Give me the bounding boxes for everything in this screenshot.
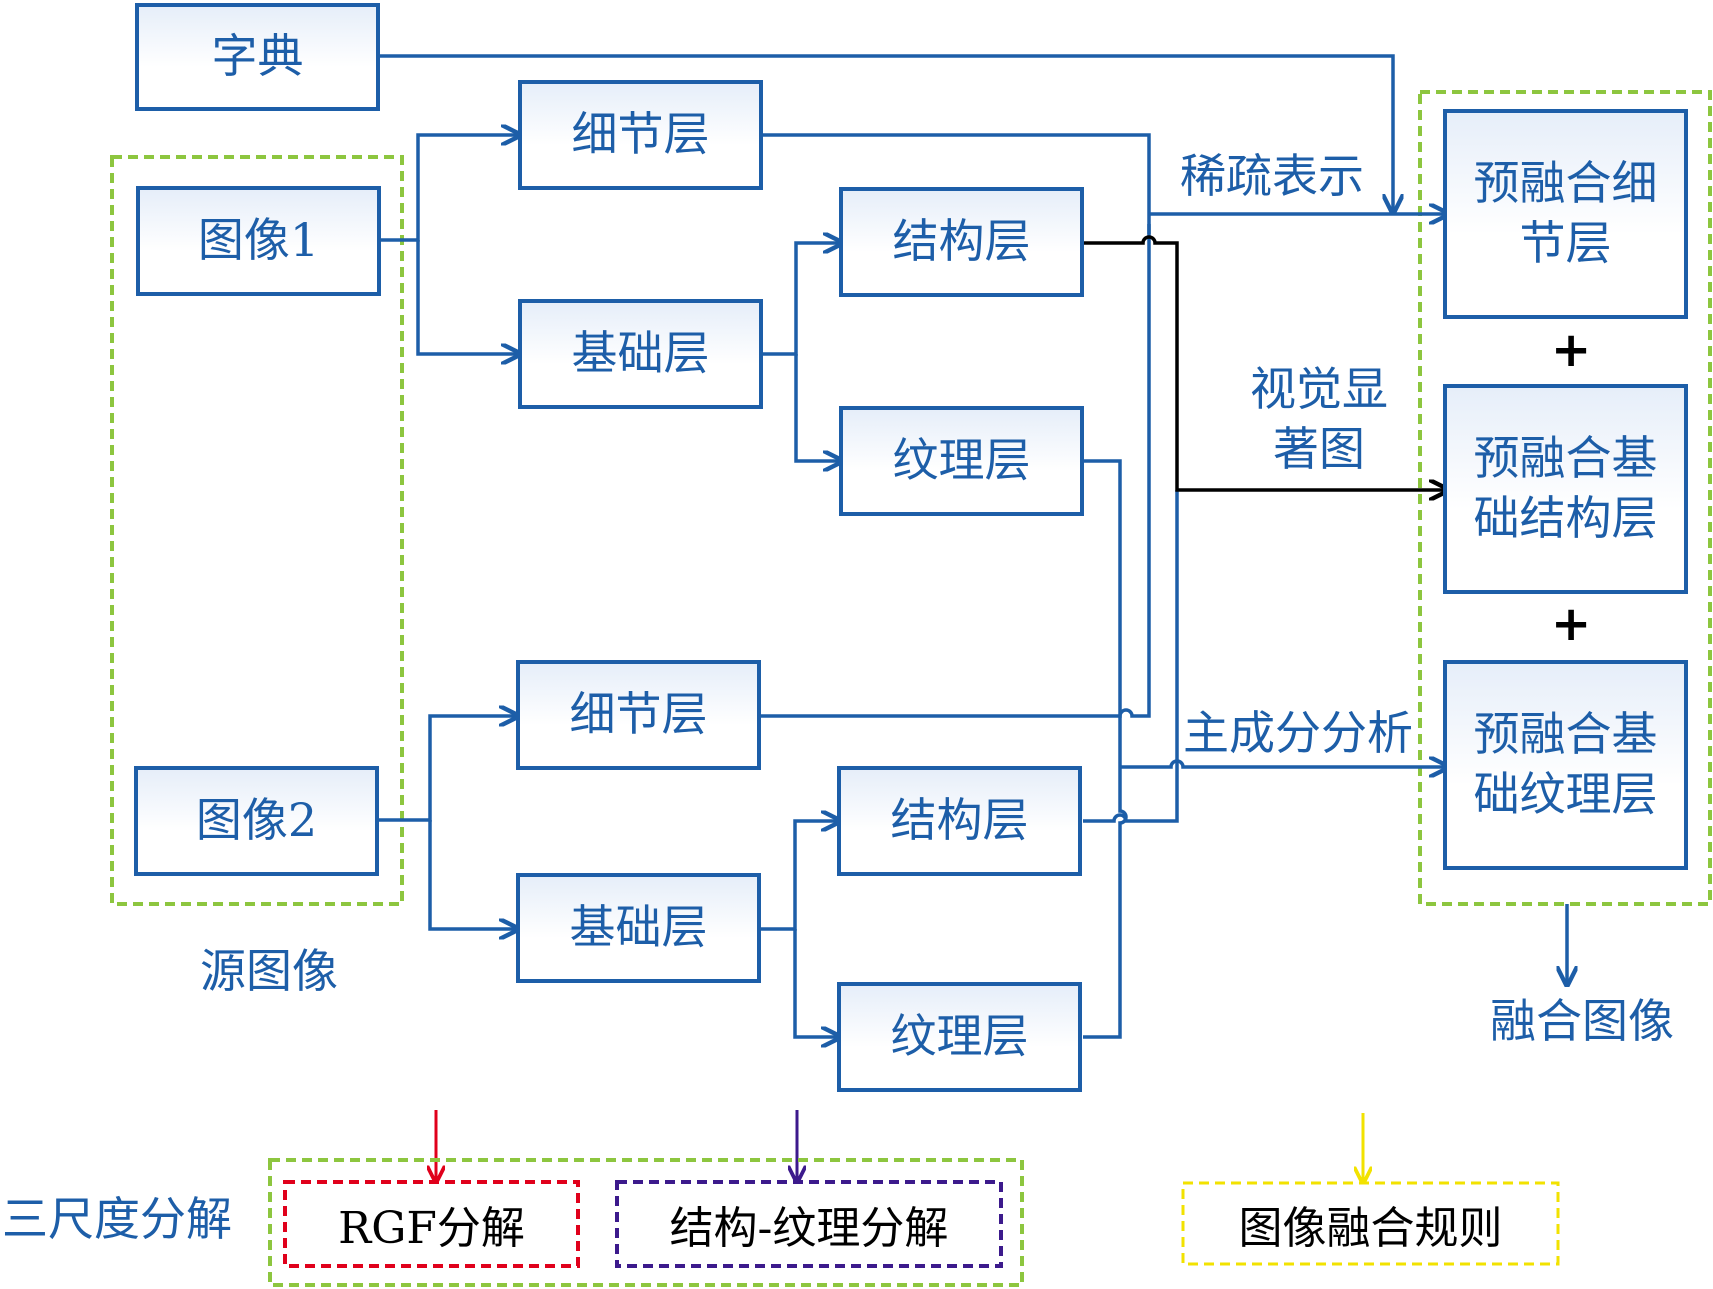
legend-rgf-label: RGF分解	[338, 1203, 525, 1254]
legend-fusion-rules-box: 图像融合规则	[1183, 1183, 1558, 1264]
legend-structure-texture-outline	[615, 1180, 1003, 1268]
legend-decomposition-outline	[268, 1158, 1024, 1287]
texture-layer-1-box: 纹理层	[839, 406, 1084, 516]
legend-structure-texture-label: 结构-纹理分解	[669, 1203, 949, 1254]
detail-layer-2-box: 细节层	[516, 660, 761, 770]
plus-sign-1: +	[1551, 322, 1592, 378]
source-images-label: 源图像	[200, 944, 338, 998]
fused-image-label: 融合图像	[1490, 994, 1674, 1048]
prefused-detail-box: 预融合细 节层	[1443, 109, 1688, 319]
image1-to-detail-arrow	[380, 135, 520, 242]
base-layer-2-box: 基础层	[516, 873, 761, 983]
prefused-group-outline	[1418, 90, 1712, 906]
texture-layer-2-label: 纹理层	[890, 1009, 1029, 1064]
dictionary-label: 字典	[211, 29, 304, 84]
structure-layer-1-box: 结构层	[839, 187, 1084, 297]
plus-sign-2: +	[1551, 596, 1592, 652]
image2-to-base-arrow	[428, 820, 518, 929]
source-image-1-box: 图像1	[136, 186, 381, 296]
saliency-arrow	[1083, 235, 1448, 490]
legend-structure-texture-box: 结构-纹理分解	[617, 1182, 1001, 1266]
source-image-2-label: 图像2	[195, 793, 318, 848]
source-image-2-box: 图像2	[134, 766, 379, 876]
base2-to-texture-arrow	[793, 929, 840, 1037]
base-layer-1-box: 基础层	[518, 299, 763, 409]
sparse-representation-label: 稀疏表示	[1180, 149, 1364, 203]
structure2-line	[1083, 490, 1179, 823]
base1-to-texture-arrow	[794, 354, 842, 461]
texture-layer-1-label: 纹理层	[892, 433, 1031, 488]
structure-layer-2-box: 结构层	[837, 766, 1082, 876]
dictionary-arrow	[378, 54, 1393, 213]
legend-fusion-rules-outline	[1181, 1181, 1560, 1266]
detail1-line	[762, 133, 1151, 234]
structure-layer-1-label: 结构层	[892, 214, 1031, 269]
source-image-1-label: 图像1	[197, 213, 320, 268]
visual-saliency-label: 视觉显 著图	[1250, 362, 1388, 476]
base-layer-2-label: 基础层	[569, 900, 708, 955]
prefused-base-structure-label: 预融合基 础结构层	[1473, 431, 1658, 545]
base2-to-structure-arrow	[760, 821, 840, 931]
base-layer-1-label: 基础层	[571, 326, 710, 381]
pca-label: 主成分分析	[1183, 706, 1413, 760]
legend-rgf-box: RGF分解	[285, 1182, 578, 1266]
image2-to-detail-arrow	[378, 716, 518, 822]
prefused-base-texture-box: 预融合基 础纹理层	[1443, 660, 1688, 870]
legend-title: 三尺度分解	[2, 1192, 232, 1246]
prefused-base-texture-label: 预融合基 础纹理层	[1473, 707, 1658, 821]
detail-layer-1-box: 细节层	[518, 80, 763, 190]
source-group-outline	[110, 155, 404, 906]
dictionary-box: 字典	[135, 3, 380, 111]
detail-layer-1-label: 细节层	[571, 107, 710, 162]
texture-layer-2-box: 纹理层	[837, 982, 1082, 1092]
legend-fusion-rules-label: 图像融合规则	[1238, 1202, 1503, 1254]
detail-layer-2-label: 细节层	[569, 687, 708, 742]
prefused-base-structure-box: 预融合基 础结构层	[1443, 384, 1688, 594]
base1-to-structure-arrow	[760, 243, 842, 356]
structure-layer-2-label: 结构层	[890, 793, 1029, 848]
prefused-detail-label: 预融合细 节层	[1473, 156, 1658, 270]
texture-lines	[1083, 459, 1128, 1039]
image1-to-base-arrow	[416, 240, 520, 354]
legend-rgf-outline	[283, 1180, 580, 1268]
